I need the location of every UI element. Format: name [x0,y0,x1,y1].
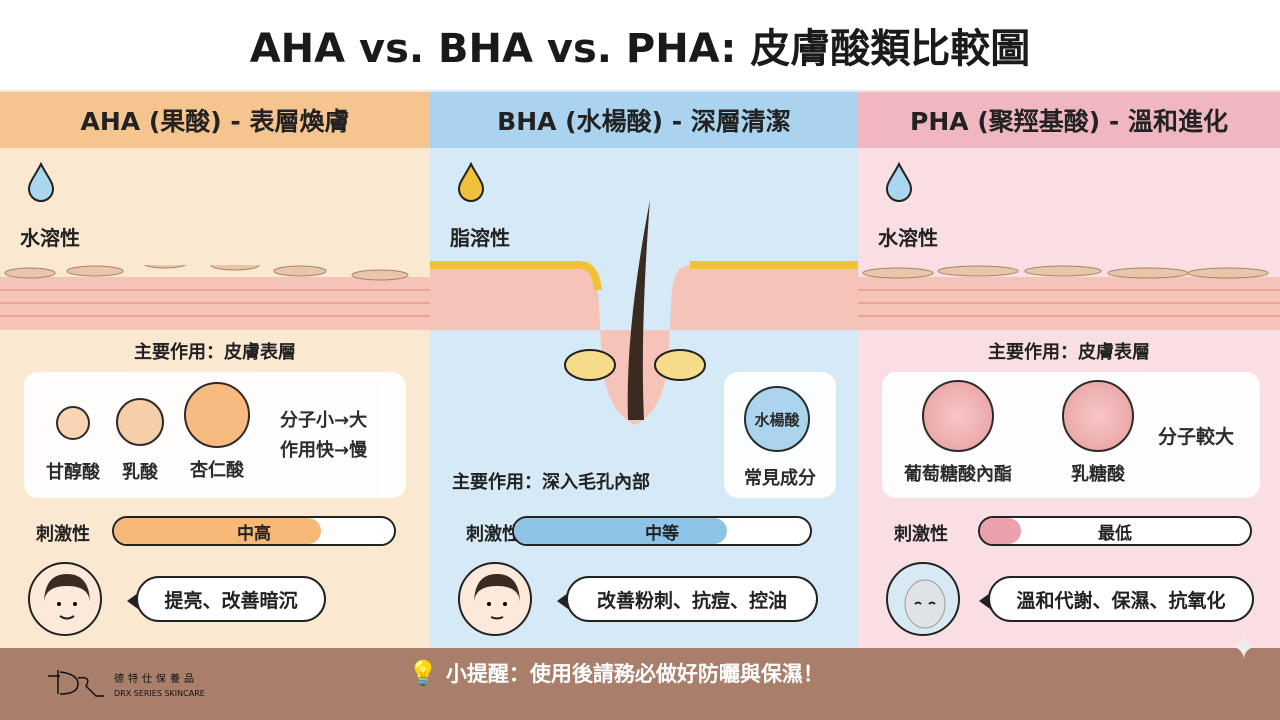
aha-column: AHA (果酸) - 表層煥膚 水溶性 主要作用：皮膚表層 甘醇酸 乳酸 杏仁酸… [0,90,430,648]
molecule-label: 甘醇酸 [46,462,100,483]
molecule-glycolic: 甘醇酸 [46,406,100,484]
ingredient-name: 水楊酸 [754,410,800,429]
oil-drop-icon [457,162,485,202]
irritation-bar: 中等 [512,516,812,546]
molecule-label: 葡萄糖酸內酯 [904,464,1012,485]
benefit-bubble: 提亮、改善暗沉 [127,576,326,622]
molecule-card: 葡萄糖酸內酯 乳糖酸 分子較大 [882,372,1260,498]
molecule-label: 杏仁酸 [190,460,244,481]
irritation-fill [114,518,322,544]
irritation-fill [514,518,728,544]
drx-logo-icon [48,670,104,697]
irritation-bar: 最低 [978,516,1252,546]
footer: 德特仕保養品 DRX SERIES SKINCARE 💡 小提醒：使用後請務必做… [0,628,1280,720]
molecule-card: 甘醇酸 乳酸 杏仁酸 分子小→大 作用快→慢 [24,372,406,498]
molecule-label: 乳糖酸 [1071,464,1125,485]
irritation-value: 中等 [645,523,679,544]
benefit-bubble: 溫和代謝、保濕、抗氧化 [979,576,1254,622]
main-effect: 主要作用：皮膚表層 [988,342,1150,363]
molecule-circle-medium [116,398,164,446]
skin-layer-illustration [858,265,1280,330]
molecule-lactic: 乳酸 [116,398,164,484]
ingredient-card: 水楊酸 常見成分 [724,372,836,498]
ring-molecule-icon [1062,380,1134,452]
sparkle-icon: ✦ [1229,628,1259,668]
speed-note: 作用快→慢 [280,440,368,461]
brand-name-cn: 德特仕保養品 [114,674,198,685]
pore-follicle-illustration [430,200,858,425]
irritation-label: 刺激性 [466,524,520,545]
solubility-label: 水溶性 [878,226,938,250]
molecule-circle-large [184,382,250,448]
bha-column: BHA (水楊酸) - 深層清潔 脂溶性 主要作用：深入毛孔內部 水楊酸 常見成… [430,90,858,648]
irritation-label: 刺激性 [36,524,90,545]
main-effect: 主要作用：深入毛孔內部 [452,472,650,493]
irritation-bar: 中高 [112,516,396,546]
solubility-label: 水溶性 [20,226,80,250]
molecule-label: 乳酸 [122,462,158,483]
brand-name-en: DRX SERIES SKINCARE [114,689,205,698]
salicylic-acid-circle: 水楊酸 [744,386,810,452]
molecule-gluconolactone: 葡萄糖酸內酯 [904,380,1012,486]
ingredient-caption: 常見成分 [744,468,816,489]
water-drop-icon [27,162,55,202]
size-note: 分子較大 [1158,426,1235,448]
skin-layer-illustration [0,265,430,330]
irritation-row: 刺激性 中等 [430,516,858,546]
benefit-bubble: 改善粉刺、抗痘、控油 [557,576,818,622]
water-drop-icon [885,162,913,202]
irritation-value: 最低 [1098,523,1132,544]
pha-header: PHA (聚羥基酸) - 溫和進化 [858,92,1280,148]
molecule-mandelic: 杏仁酸 [184,382,250,482]
size-note: 分子小→大 [280,410,368,431]
face-avatar [458,562,532,636]
lightbulb-icon: 💡 [408,659,438,687]
aha-header: AHA (果酸) - 表層煥膚 [0,92,430,148]
irritation-value: 中高 [237,523,271,544]
face-avatar [886,562,960,636]
irritation-fill [980,518,1021,544]
pha-column: PHA (聚羥基酸) - 溫和進化 水溶性 主要作用：皮膚表層 葡萄糖酸內酯 乳… [858,90,1280,648]
molecule-circle-small [56,406,90,440]
irritation-row: 刺激性 最低 [858,516,1280,546]
page-title: AHA vs. BHA vs. PHA: 皮膚酸類比較圖 [249,26,1031,72]
main-effect: 主要作用：皮膚表層 [134,342,296,363]
molecule-lactobionic: 乳糖酸 [1062,380,1134,486]
irritation-row: 刺激性 中高 [0,516,430,546]
bha-header: BHA (水楊酸) - 深層清潔 [430,92,858,148]
tip-text: 小提醒：使用後請務必做好防曬與保濕！ [445,662,824,686]
solubility-label: 脂溶性 [450,226,510,250]
irritation-label: 刺激性 [894,524,948,545]
brand-logo: 德特仕保養品 DRX SERIES SKINCARE [48,668,205,700]
ring-molecule-icon [922,380,994,452]
face-avatar [28,562,102,636]
